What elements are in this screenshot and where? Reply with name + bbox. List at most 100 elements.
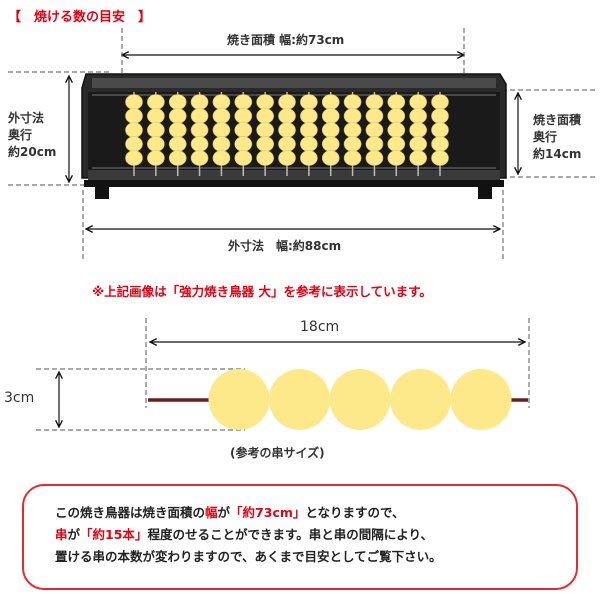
grill-skewer-piece	[168, 150, 187, 166]
info-line-1: この焼き鳥器は焼き面積の幅が「約73cm」となりますので、	[55, 502, 575, 524]
skewer-balls	[208, 369, 512, 430]
grill-skewer-piece	[168, 136, 187, 152]
grill-skewer-piece	[190, 150, 209, 166]
grill-skewer-piece	[321, 122, 340, 138]
outer-depth-line: 約20cm	[8, 145, 57, 159]
grill-skewer-piece	[321, 136, 340, 152]
grill-skewer-piece	[278, 150, 296, 166]
info-highlight: 「約15本」	[80, 527, 148, 542]
grill-skewer-piece	[212, 94, 231, 110]
grill-skewer	[343, 92, 362, 176]
skewer-ball	[390, 369, 451, 430]
grill-skewer-piece	[431, 108, 449, 124]
grill-skewer	[168, 92, 187, 176]
grill-skewer-piece	[234, 122, 253, 138]
outer-depth-line: 奥行	[8, 128, 33, 142]
grill-skewer-piece	[212, 136, 231, 152]
grill-skewer-piece	[168, 122, 187, 138]
grill-skewer	[321, 92, 340, 176]
grill-skewer-piece	[147, 122, 165, 138]
grill-depth-line: 奥行	[533, 130, 558, 144]
grill-skewer	[300, 92, 318, 176]
grill-skewer-piece	[278, 94, 296, 110]
grill-skewer-piece	[147, 136, 165, 152]
grill-skewer	[234, 92, 253, 176]
grill-skewer-piece	[343, 136, 362, 152]
grill-skewer-piece	[409, 150, 427, 166]
info-text: 程度のせることができます。串と串の間隔により、	[147, 527, 433, 542]
grill-skewer-piece	[409, 136, 427, 152]
grill-skewer-piece	[212, 108, 231, 124]
grill-skewer	[278, 92, 296, 176]
grill-skewer-piece	[190, 108, 209, 124]
grill-skewer	[190, 92, 209, 176]
grill-skewer-piece	[365, 122, 384, 138]
grill-skewer-piece	[147, 108, 165, 124]
info-text: が	[67, 527, 81, 542]
grill-depth-line: 焼き面積	[533, 113, 582, 127]
grill-skewer-piece	[321, 150, 340, 166]
grill-skewer-piece	[387, 150, 406, 166]
grill-skewer-piece	[300, 122, 318, 138]
info-text: この焼き鳥器は焼き面積の	[55, 505, 206, 520]
grill-skewer-piece	[256, 94, 274, 110]
ball-size-label: 3cm	[4, 390, 35, 406]
grill-skewer-piece	[431, 150, 449, 166]
grill-skewer-piece	[409, 94, 427, 110]
grill-skewers	[125, 92, 449, 176]
info-line-3: 置ける串の本数が変わりますので、あくまで目安としてご覧下さい。	[55, 549, 442, 564]
skewer-ball	[450, 369, 512, 430]
grill-skewer	[147, 92, 165, 176]
outer-depth-line: 外寸法	[8, 111, 45, 125]
grill-skewer-piece	[431, 136, 449, 152]
grill-skewer-piece	[125, 136, 143, 152]
grill-skewer-piece	[343, 122, 362, 138]
grill-skewer-piece	[387, 122, 406, 138]
grill-skewer-piece	[168, 94, 187, 110]
grill-skewer-piece	[300, 150, 318, 166]
grill-skewer-piece	[256, 108, 274, 124]
grill-skewer-piece	[278, 122, 296, 138]
grill-skewer-piece	[365, 150, 384, 166]
grill-skewer-piece	[234, 94, 253, 110]
grill-skewer-piece	[431, 94, 449, 110]
skewer-ball	[329, 369, 391, 430]
grill-depth-line: 約14cm	[533, 147, 582, 161]
grill-skewer-piece	[387, 136, 406, 152]
grill-skewer-piece	[256, 122, 274, 138]
grill-skewer-piece	[300, 108, 318, 124]
grill-skewer-piece	[321, 108, 340, 124]
grill-skewer	[212, 92, 231, 176]
grill-skewer-piece	[256, 150, 274, 166]
grill-skewer-piece	[234, 108, 253, 124]
skewer-ball	[269, 369, 330, 430]
page-title: 【 焼ける数の目安 】	[8, 10, 152, 25]
grill-skewer-piece	[256, 136, 274, 152]
info-highlight: 串	[55, 527, 68, 542]
info-highlight: 幅	[205, 505, 218, 520]
info-text: となりますので、	[305, 505, 405, 520]
grill-skewer-piece	[431, 122, 449, 138]
info-text: が	[217, 505, 231, 520]
reference-note: ※上記画像は「強力焼き鳥器 大」を参考に表示しています。	[92, 284, 432, 299]
grill-depth-label: 焼き面積 奥行 約14cm	[533, 112, 581, 163]
grill-skewer-piece	[321, 94, 340, 110]
grill-skewer-piece	[387, 94, 406, 110]
grill-skewer-piece	[365, 136, 384, 152]
outer-width-label: 外寸法 幅:約88cm	[228, 239, 342, 253]
grill-skewer-piece	[190, 94, 209, 110]
grill-skewer-piece	[365, 108, 384, 124]
grill-skewer-piece	[125, 150, 143, 166]
skewer-length-label: 18cm	[300, 319, 340, 335]
grill-skewer-piece	[409, 122, 427, 138]
grill-skewer-piece	[168, 108, 187, 124]
grill-skewer	[387, 92, 406, 176]
grill-skewer-piece	[300, 136, 318, 152]
grill-skewer	[256, 92, 274, 176]
grill-skewer	[125, 92, 143, 176]
info-box-text: この焼き鳥器は焼き面積の幅が「約73cm」となりますので、 串が「約15本」程度…	[55, 502, 575, 568]
info-box	[22, 484, 578, 590]
grill-skewer	[365, 92, 384, 176]
skewer-ball	[208, 369, 270, 430]
